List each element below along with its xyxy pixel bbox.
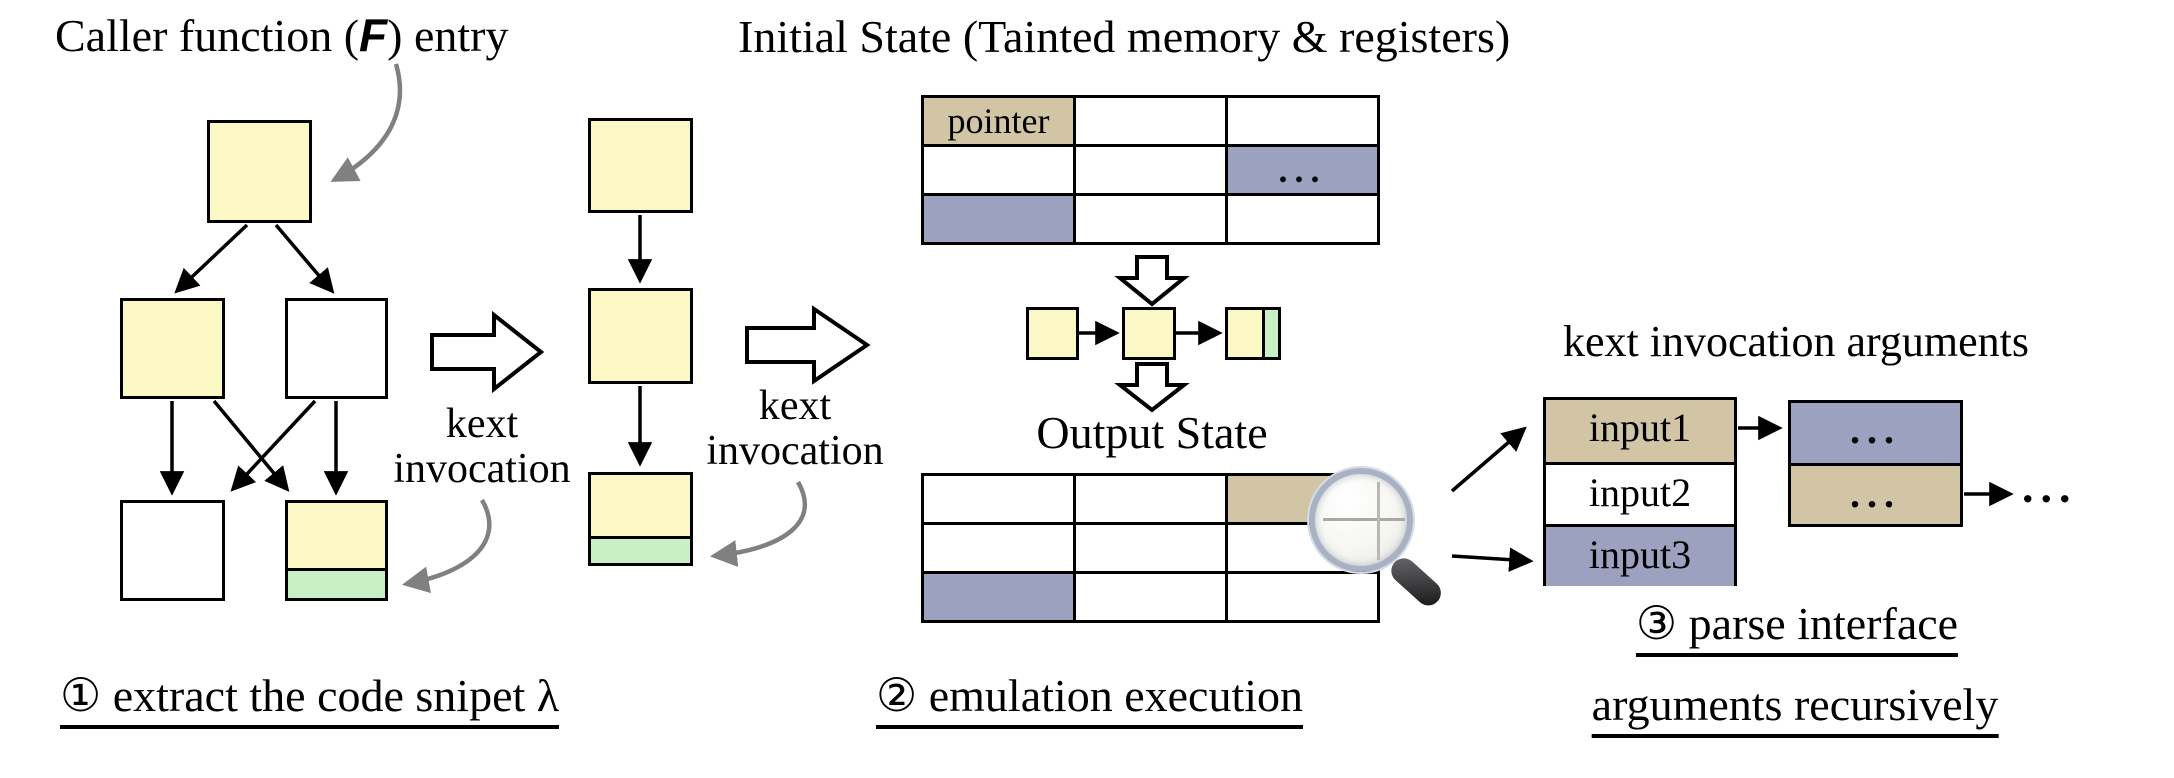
initial-cell-tainted-ellipsis: ...	[1225, 144, 1380, 196]
kext-arguments-title: kext invocation arguments	[1563, 317, 2029, 366]
caller-function-symbol: F	[359, 9, 388, 61]
initial-cell	[1073, 144, 1228, 196]
cfg-edge	[212, 399, 290, 492]
emulate-down-arrow-1	[1114, 255, 1190, 307]
nested-box: ...	[1791, 463, 1960, 524]
output-state-title: Output State	[1036, 407, 1268, 458]
output-cell	[921, 522, 1076, 574]
emulate-down-arrow-2	[1114, 362, 1190, 413]
initial-state-table: pointer ...	[921, 95, 1380, 245]
cfg-node-untainted	[120, 500, 225, 601]
snippet-node-kext-call	[588, 472, 693, 566]
parse-arrow-to-input3	[1451, 547, 1534, 572]
output-cell	[1225, 571, 1380, 623]
initial-cell-pointer: pointer	[921, 95, 1076, 147]
initial-state-title: Initial State (Tainted memory & register…	[738, 11, 1511, 62]
cfg-edge	[274, 223, 335, 294]
step3-caption-line1: ③ parse interface	[1635, 596, 1959, 657]
output-cell	[1073, 571, 1228, 623]
output-cell	[921, 473, 1076, 525]
cfg-edge	[174, 223, 249, 294]
cfg-edge	[230, 399, 317, 492]
nested-box: ...	[1791, 403, 1960, 463]
recursion-tail-ellipsis: ...	[2022, 461, 2078, 512]
emulated-block-kext	[1225, 307, 1281, 360]
initial-cell	[1073, 95, 1228, 147]
transform-block-arrow-2	[745, 305, 871, 385]
initial-cell	[1073, 193, 1228, 245]
kext-invocation-site-strip	[1262, 310, 1278, 357]
caller-entry-title: Caller function (F) entry	[55, 9, 509, 61]
emulated-block	[1122, 307, 1176, 360]
initial-cell	[1225, 193, 1380, 245]
initial-cell-tainted	[921, 193, 1076, 245]
kext-invocation-label-1: kext invocation	[393, 401, 571, 492]
initial-cell	[921, 144, 1076, 196]
cfg-node-untainted	[285, 298, 388, 399]
initial-cell	[1225, 95, 1380, 147]
kext-invocation-site-strip	[591, 536, 690, 563]
output-cell	[1073, 473, 1228, 525]
output-cell	[1073, 522, 1228, 574]
kext-invocation-site-strip	[288, 568, 385, 598]
caller-entry-annotation-arrow	[330, 63, 403, 182]
step1-caption: ① extract the code snipet λ	[60, 668, 560, 729]
cfg-node	[120, 298, 225, 399]
transform-block-arrow-1	[430, 310, 545, 394]
kext-invocation-label-2: kext invocation	[706, 383, 884, 474]
input2-box: input2	[1546, 462, 1734, 524]
snippet-node	[588, 118, 693, 213]
step2-caption: ② emulation execution	[876, 668, 1304, 729]
magnifier-glass	[1309, 468, 1413, 572]
snippet-node	[588, 288, 693, 384]
step3-caption-line2: arguments recursively	[1591, 678, 1999, 738]
nested-argument-stack: ... ...	[1788, 400, 1963, 527]
kext-invocation-annotation-arrow-1	[402, 498, 492, 594]
input1-box: input1	[1546, 400, 1734, 462]
parse-arrow-to-input1	[1450, 426, 1527, 493]
emulated-block	[1026, 307, 1079, 360]
kext-invocation-annotation-arrow-2	[709, 480, 807, 567]
magnifier-handle	[1386, 553, 1447, 611]
input3-box: input3	[1546, 524, 1734, 586]
cfg-node-entry	[207, 120, 312, 223]
input-argument-stack: input1 input2 input3	[1543, 397, 1737, 586]
output-cell-tainted	[921, 571, 1076, 623]
magnifier-icon	[1309, 468, 1449, 611]
cfg-node-kext-call	[285, 500, 388, 601]
